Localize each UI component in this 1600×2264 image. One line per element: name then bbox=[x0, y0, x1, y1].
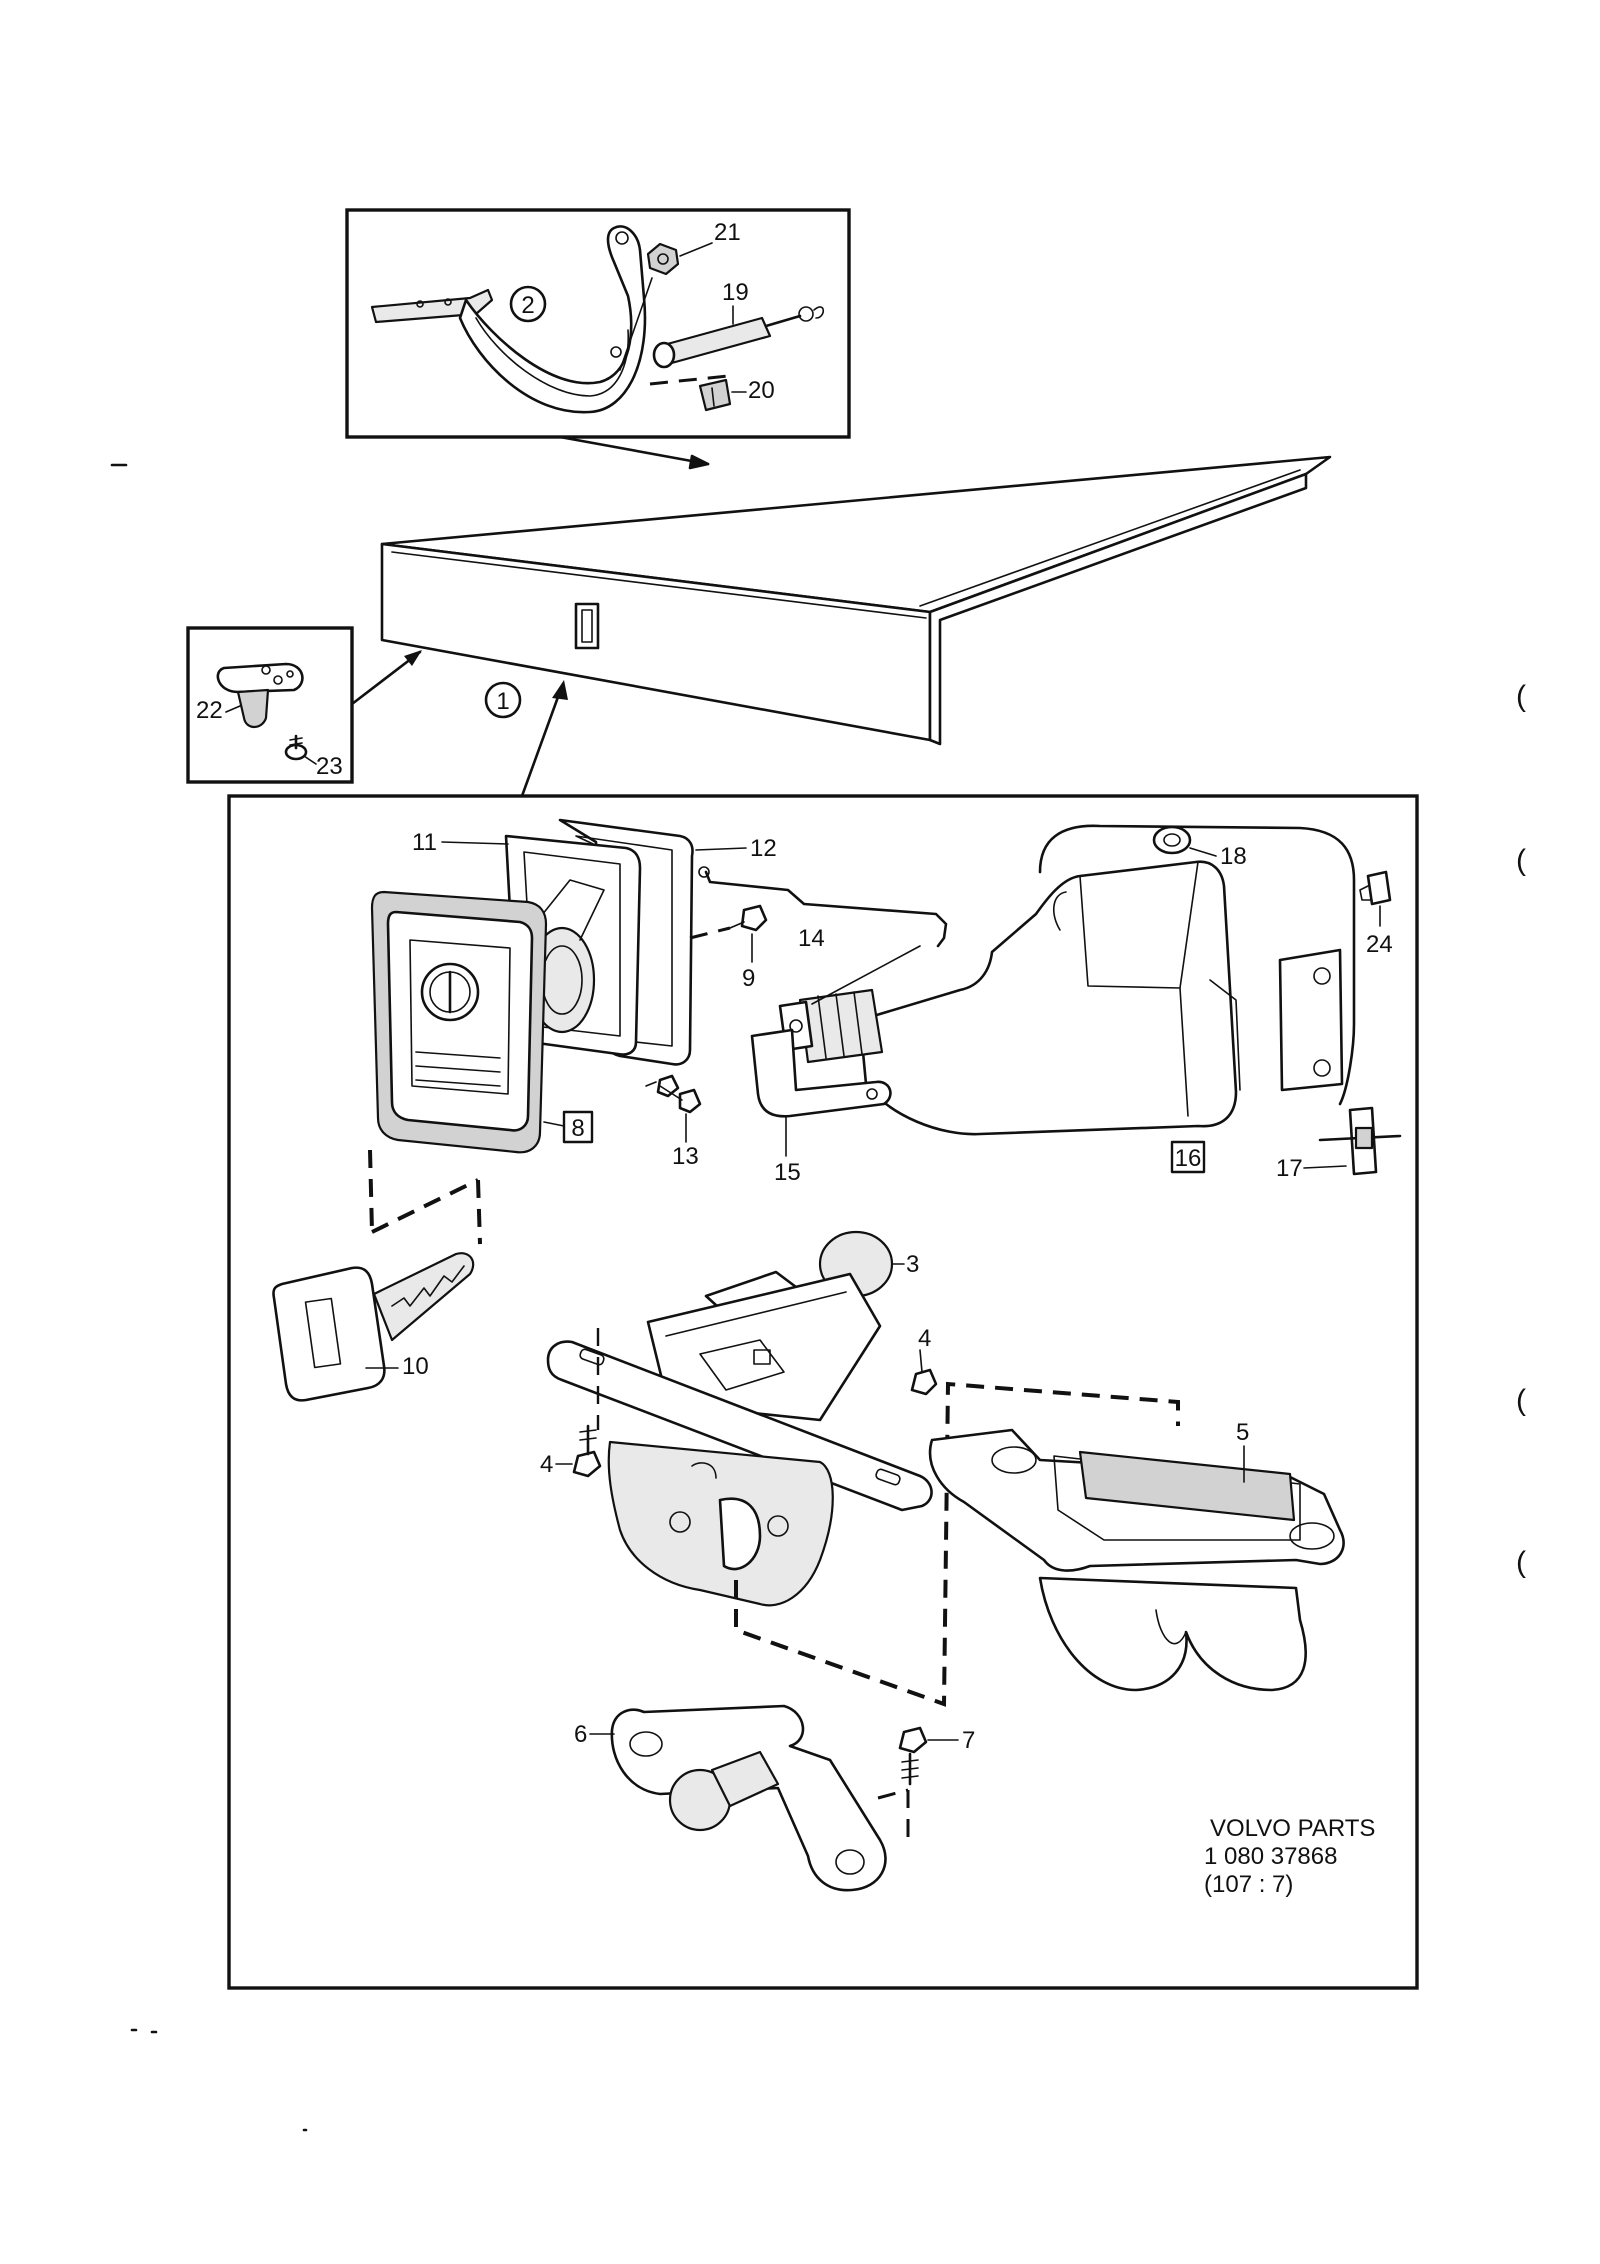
label-23: 23 bbox=[316, 753, 343, 780]
label-15: 15 bbox=[774, 1159, 801, 1186]
stamp-line-1: VOLVO PARTS bbox=[1210, 1815, 1375, 1842]
volvo-parts-stamp: VOLVO PARTS 1 080 37868 (107 : 7) bbox=[1204, 1815, 1375, 1898]
label-7: 7 bbox=[962, 1727, 975, 1754]
screw-4-left bbox=[572, 1424, 602, 1478]
stamp-line-2: 1 080 37868 bbox=[1204, 1843, 1337, 1870]
main-frame bbox=[227, 794, 1419, 1990]
margin-mark-4: ( bbox=[1516, 1546, 1526, 1579]
label-13: 13 bbox=[672, 1143, 699, 1170]
bracket-15 bbox=[750, 1028, 892, 1118]
part-8-box bbox=[562, 1110, 594, 1144]
lock-motor-16 bbox=[750, 824, 1356, 1136]
label-4-right: 4 bbox=[918, 1325, 931, 1352]
latch-striker-dash bbox=[734, 1381, 1180, 1707]
label-12: 12 bbox=[750, 835, 777, 862]
connector-17 bbox=[1318, 1106, 1402, 1176]
stop-inset: 22 23 bbox=[186, 626, 354, 784]
screw-4-right bbox=[910, 1349, 938, 1396]
part-16-box bbox=[1170, 1140, 1206, 1174]
label-10: 10 bbox=[402, 1353, 429, 1380]
label-24: 24 bbox=[1366, 931, 1393, 958]
label-1: 1 bbox=[496, 688, 509, 715]
screw-7 bbox=[877, 1726, 928, 1838]
motor-bracket bbox=[1278, 948, 1344, 1092]
margin-mark-2: ( bbox=[1516, 844, 1526, 877]
grommet-18 bbox=[1152, 825, 1192, 855]
label-8: 8 bbox=[571, 1115, 584, 1142]
label-19: 19 bbox=[722, 279, 749, 306]
label-22: 22 bbox=[196, 697, 223, 724]
tailgate-panel bbox=[380, 455, 1332, 746]
label-17: 17 bbox=[1276, 1155, 1303, 1182]
hinge-arm bbox=[370, 225, 647, 414]
rubber-stop-22 bbox=[216, 662, 304, 729]
gas-strut-19 bbox=[652, 306, 825, 369]
label-4-left: 4 bbox=[540, 1451, 553, 1478]
clip-20 bbox=[649, 374, 732, 412]
striker-plate-6 bbox=[610, 1704, 887, 1892]
label-3: 3 bbox=[906, 1251, 919, 1278]
screw-13 bbox=[645, 1074, 702, 1114]
label-14: 14 bbox=[798, 925, 825, 952]
latch-mechanism bbox=[546, 1230, 933, 1607]
hinge-inset: 2 21 19 20 bbox=[345, 208, 851, 439]
part-1-circle bbox=[484, 681, 522, 719]
stamp-line-3: (107 : 7) bbox=[1204, 1871, 1293, 1898]
hinge-leader bbox=[558, 435, 710, 466]
clip-24 bbox=[1359, 870, 1392, 906]
nut-21 bbox=[619, 242, 680, 371]
part-2-circle bbox=[509, 285, 547, 323]
hinge-inset-frame bbox=[345, 208, 851, 439]
label-5: 5 bbox=[1236, 1419, 1249, 1446]
rod-14 bbox=[704, 870, 948, 948]
lock-leader bbox=[520, 684, 564, 798]
screw-23 bbox=[284, 734, 308, 761]
label-11: 11 bbox=[412, 829, 437, 856]
motor-wire bbox=[1038, 824, 1356, 1106]
margin-mark-1: ( bbox=[1516, 680, 1526, 713]
lock-assembly bbox=[370, 818, 948, 1154]
key-10 bbox=[272, 1149, 482, 1402]
label-16: 16 bbox=[1175, 1145, 1202, 1172]
label-9: 9 bbox=[742, 965, 755, 992]
label-6: 6 bbox=[574, 1721, 587, 1748]
label-2: 2 bbox=[521, 292, 534, 319]
label-21: 21 bbox=[714, 219, 741, 246]
margin-mark-3: ( bbox=[1516, 1384, 1526, 1417]
label-20: 20 bbox=[748, 377, 775, 404]
striker-cover-5 bbox=[928, 1428, 1345, 1692]
label-18: 18 bbox=[1220, 843, 1247, 870]
screw-9 bbox=[729, 904, 768, 932]
